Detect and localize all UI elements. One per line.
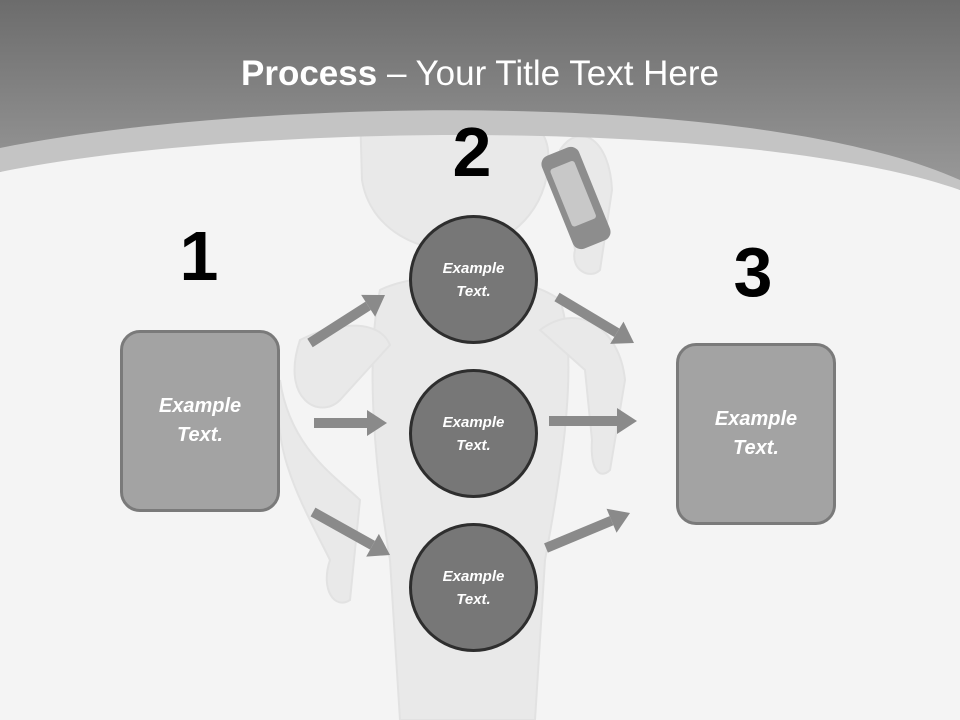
right-box: Example Text. bbox=[676, 343, 836, 525]
arrow-left-to-top bbox=[307, 294, 385, 348]
circle-top-text: Example Text. bbox=[442, 259, 505, 300]
arrow-left-to-bottom bbox=[310, 507, 390, 557]
arrow-middle-to-right bbox=[549, 408, 637, 434]
circle-bottom-text: Example Text. bbox=[442, 567, 505, 608]
step-number-3: 3 bbox=[733, 233, 773, 311]
arrow-group bbox=[307, 292, 637, 557]
figure-silhouette bbox=[277, 89, 627, 720]
right-box-text: Example Text. bbox=[714, 408, 798, 459]
left-box-text: Example Text. bbox=[158, 395, 242, 446]
circle-bottom: Example Text. bbox=[409, 523, 538, 652]
step-number-2: 2 bbox=[452, 113, 492, 191]
step-number-1: 1 bbox=[179, 217, 219, 295]
title-rest: – Your Title Text Here bbox=[377, 54, 719, 93]
left-box: Example Text. bbox=[120, 330, 280, 512]
arrow-bottom-to-right bbox=[544, 508, 630, 553]
slide-title: Process – Your Title Text Here bbox=[0, 52, 960, 96]
title-bold: Process bbox=[241, 54, 378, 93]
arrow-top-to-right bbox=[554, 292, 634, 344]
header-swoosh bbox=[0, 110, 960, 190]
phone-shape bbox=[541, 146, 611, 250]
circle-middle: Example Text. bbox=[409, 369, 538, 498]
header-band bbox=[0, 0, 960, 190]
circle-middle-text: Example Text. bbox=[442, 413, 505, 454]
arrow-left-to-middle bbox=[314, 410, 387, 436]
circle-top: Example Text. bbox=[409, 215, 538, 344]
